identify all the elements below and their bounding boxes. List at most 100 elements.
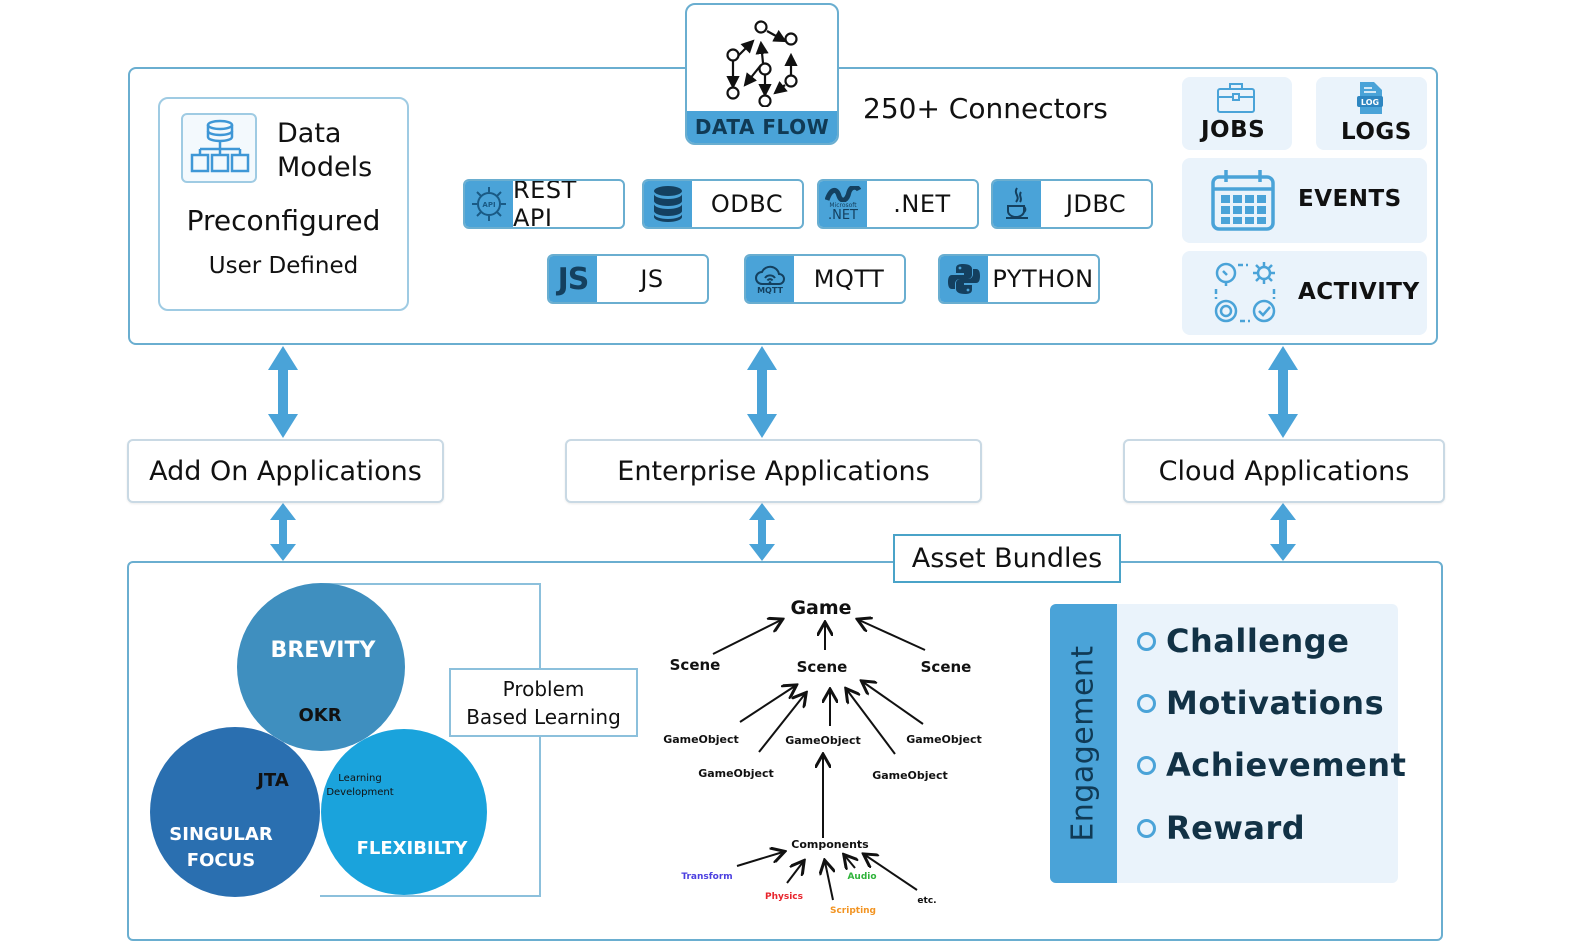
bullet-circle-icon bbox=[1137, 631, 1156, 651]
venn-label-learning: Learning bbox=[338, 773, 381, 784]
asset-bundles-label: Asset Bundles bbox=[893, 534, 1121, 583]
dotnet-icon: Microsoft .NET bbox=[819, 181, 867, 227]
events-tile[interactable]: EVENTS bbox=[1182, 158, 1427, 243]
venn-label-jta: JTA bbox=[255, 770, 289, 791]
connector-label: JS bbox=[640, 265, 664, 293]
tree-node-gameobject: GameObject bbox=[906, 733, 982, 746]
user-defined-label: User Defined bbox=[208, 253, 359, 279]
jobs-tile[interactable]: JOBS bbox=[1182, 77, 1292, 150]
connector-dotnet[interactable]: Microsoft .NET .NET bbox=[817, 179, 979, 229]
briefcase-icon bbox=[1217, 83, 1255, 113]
bullet-circle-icon bbox=[1137, 693, 1156, 713]
enterprise-applications-box[interactable]: Enterprise Applications bbox=[565, 439, 982, 503]
preconfigured-label: Preconfigured bbox=[186, 204, 381, 237]
pbl-line2: Based Learning bbox=[466, 705, 621, 729]
events-label: EVENTS bbox=[1298, 186, 1402, 212]
add-on-applications-box[interactable]: Add On Applications bbox=[127, 439, 444, 503]
tree-edge bbox=[712, 620, 781, 655]
connector-label: .NET bbox=[893, 190, 951, 218]
data-models-title-line2: Models bbox=[277, 152, 373, 183]
tree-node-gameobject: GameObject bbox=[872, 769, 948, 782]
tree-edge bbox=[865, 855, 918, 891]
java-icon bbox=[993, 181, 1041, 227]
data-flow-label: DATA FLOW bbox=[687, 111, 837, 143]
component-audio: Audio bbox=[847, 872, 876, 882]
data-flow-badge: DATA FLOW bbox=[685, 3, 839, 145]
engagement-item-challenge: Challenge bbox=[1137, 622, 1349, 660]
connector-python[interactable]: PYTHON bbox=[938, 254, 1100, 304]
python-icon bbox=[940, 256, 988, 302]
svg-text:LOG: LOG bbox=[1361, 98, 1379, 107]
bidirectional-arrow-icon bbox=[747, 346, 777, 438]
component-physics: Physics bbox=[765, 892, 803, 902]
bullet-circle-icon bbox=[1137, 818, 1156, 838]
tree-edge bbox=[859, 620, 926, 651]
tree-node-scene: Scene bbox=[921, 658, 972, 676]
problem-based-learning-box: Problem Based Learning bbox=[449, 668, 638, 737]
venn-circle-flexibility bbox=[321, 729, 487, 895]
bidirectional-arrow-icon bbox=[268, 346, 298, 438]
venn-circle-brevity bbox=[237, 583, 405, 751]
bidirectional-arrow-icon bbox=[1268, 346, 1298, 438]
component-scripting: Scripting bbox=[830, 906, 876, 916]
engagement-item-achievement: Achievement bbox=[1137, 746, 1406, 784]
venn-label-brevity: BREVITY bbox=[271, 638, 377, 663]
tree-edge bbox=[863, 682, 924, 725]
jobs-label: JOBS bbox=[1201, 117, 1266, 143]
data-models-title-line1: Data bbox=[277, 118, 342, 149]
data-flow-graph-icon bbox=[726, 20, 798, 107]
logs-tile[interactable]: LOG LOGS bbox=[1316, 77, 1427, 150]
tree-edge bbox=[758, 694, 805, 753]
tree-edge bbox=[847, 690, 896, 755]
tree-edge bbox=[786, 862, 803, 884]
js-icon: JS bbox=[549, 256, 597, 302]
connector-rest-api[interactable]: API REST API bbox=[463, 179, 625, 229]
engagement-title: Engagement bbox=[1066, 645, 1102, 842]
tree-edge bbox=[845, 856, 855, 868]
data-model-hierarchy-icon bbox=[181, 113, 257, 183]
log-file-icon: LOG bbox=[1357, 82, 1383, 114]
tree-node-scene: Scene bbox=[797, 658, 848, 676]
pbl-line1: Problem bbox=[502, 677, 585, 701]
logs-label: LOGS bbox=[1341, 119, 1412, 145]
bidirectional-arrow-icon bbox=[749, 503, 775, 561]
venn-label-focus: FOCUS bbox=[187, 850, 255, 871]
tree-edge bbox=[825, 862, 833, 901]
connector-label: JDBC bbox=[1065, 190, 1127, 218]
venn-circle-singular-focus bbox=[150, 727, 320, 897]
connector-odbc[interactable]: ODBC bbox=[642, 179, 804, 229]
tree-edge bbox=[736, 852, 783, 867]
tree-node-game: Game bbox=[790, 597, 851, 619]
bidirectional-arrow-icon bbox=[1270, 503, 1296, 561]
connector-jdbc[interactable]: JDBC bbox=[991, 179, 1153, 229]
activity-tile[interactable]: ACTIVITY bbox=[1182, 251, 1427, 335]
cloud-applications-box[interactable]: Cloud Applications bbox=[1123, 439, 1445, 503]
venn-label-okr: OKR bbox=[298, 705, 341, 726]
calendar-icon bbox=[1211, 170, 1275, 231]
connector-js[interactable]: JS JS bbox=[547, 254, 709, 304]
tree-node-components: Components bbox=[791, 838, 869, 851]
data-models-title: Data Models bbox=[277, 117, 372, 185]
game-hierarchy-tree: Game Scene Scene Scene GameObject GameOb… bbox=[663, 597, 982, 916]
tree-node-scene: Scene bbox=[670, 656, 721, 674]
pbl-bracket bbox=[320, 583, 541, 897]
engagement-sidebar bbox=[1050, 604, 1117, 883]
tree-edge bbox=[739, 686, 795, 723]
activity-icon bbox=[1214, 262, 1276, 323]
component-transform: Transform bbox=[681, 872, 732, 882]
connector-label: REST API bbox=[513, 179, 577, 229]
connector-label: PYTHON bbox=[992, 265, 1094, 293]
connector-label: MQTT bbox=[813, 265, 885, 293]
connector-mqtt[interactable]: MQTT MQTT bbox=[744, 254, 906, 304]
component-etc: etc. bbox=[917, 896, 936, 906]
tree-node-gameobject: GameObject bbox=[698, 767, 774, 780]
api-gear-icon: API bbox=[465, 181, 513, 227]
svg-text:API: API bbox=[482, 201, 495, 209]
tree-node-gameobject: GameObject bbox=[785, 734, 861, 747]
engagement-item-reward: Reward bbox=[1137, 809, 1305, 847]
engagement-item-motivations: Motivations bbox=[1137, 684, 1384, 722]
bullet-circle-icon bbox=[1137, 755, 1156, 775]
connector-label: ODBC bbox=[710, 190, 784, 218]
venn-label-development: Development bbox=[326, 787, 393, 798]
data-models-card bbox=[158, 97, 409, 311]
